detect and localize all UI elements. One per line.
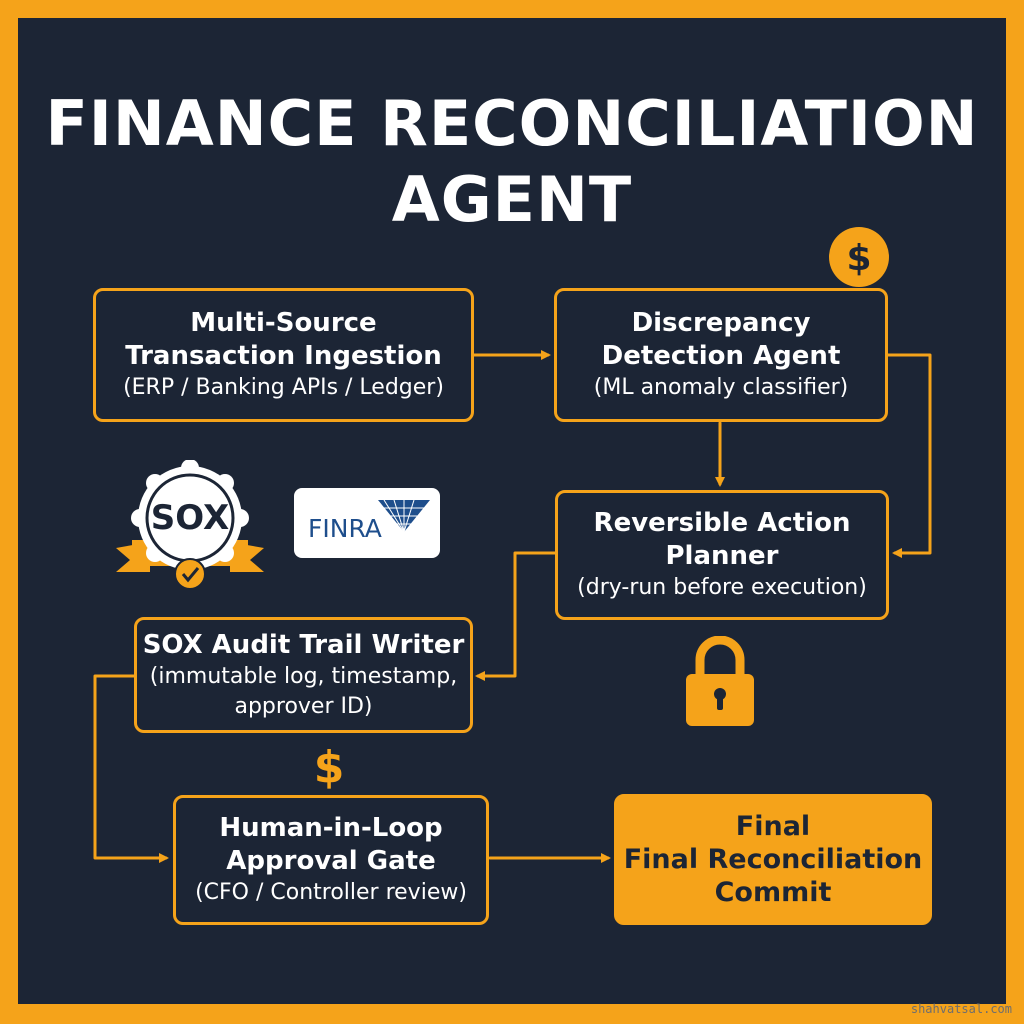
node-subtitle: (ML anomaly classifier): [593, 375, 849, 400]
node-subtitle: (immutable log, timestamp,: [149, 663, 458, 689]
padlock-icon: [686, 636, 754, 726]
node-human-approval-gate: Human-in-Loop Approval Gate (CFO / Contr…: [173, 795, 489, 925]
node-title: Reversible Action: [593, 508, 851, 538]
arrow-planner-to-audit: [475, 551, 557, 681]
node-title: Commit: [714, 877, 832, 908]
node-title: SOX Audit Trail Writer: [142, 629, 465, 660]
node-sox-audit-trail-writer: SOX Audit Trail Writer (immutable log, t…: [134, 617, 473, 733]
node-title: Approval Gate: [226, 846, 436, 876]
sox-seal-label: SOX: [150, 498, 230, 538]
svg-text:$: $: [846, 238, 871, 279]
node-discrepancy-detection: Discrepancy Detection Agent (ML anomaly …: [554, 288, 888, 422]
sox-seal-icon: SOX: [110, 460, 270, 590]
node-title: Human-in-Loop: [219, 813, 443, 843]
node-title: Multi-Source: [190, 308, 377, 338]
node-title: Final: [735, 811, 811, 842]
page-title: FINANCE RECONCILIATION AGENT: [0, 86, 1024, 238]
node-title: Detection Agent: [601, 341, 841, 371]
node-title: Transaction Ingestion: [125, 341, 442, 371]
title-line-2: AGENT: [391, 163, 633, 236]
svg-text:$: $: [314, 742, 345, 790]
node-subtitle: (CFO / Controller review): [195, 880, 467, 905]
finra-logo-label: FINRA: [308, 514, 382, 543]
node-subtitle: (dry-run before execution): [577, 575, 867, 600]
node-subtitle: approver ID): [234, 693, 373, 719]
node-title: Final Reconciliation: [623, 844, 923, 875]
arrow-detection-to-planner-side: [886, 353, 932, 558]
arrow-audit-to-approval: [93, 674, 169, 863]
node-title: Planner: [665, 541, 779, 571]
node-title: Discrepancy: [631, 308, 811, 338]
node-subtitle: (ERP / Banking APIs / Ledger): [123, 375, 444, 400]
dollar-sign-icon: $: [314, 742, 345, 790]
watermark: shahvatsal.com: [910, 1002, 1012, 1016]
finra-logo-icon: FINRA: [294, 488, 440, 558]
node-reversible-action-planner: Reversible Action Planner (dry-run befor…: [555, 490, 889, 620]
node-final-reconciliation-commit: Final Final Reconciliation Commit: [614, 794, 932, 925]
dollar-coin-icon: $: [829, 227, 889, 287]
node-transaction-ingestion: Multi-Source Transaction Ingestion (ERP …: [93, 288, 474, 422]
title-line-1: FINANCE RECONCILIATION: [45, 87, 979, 160]
